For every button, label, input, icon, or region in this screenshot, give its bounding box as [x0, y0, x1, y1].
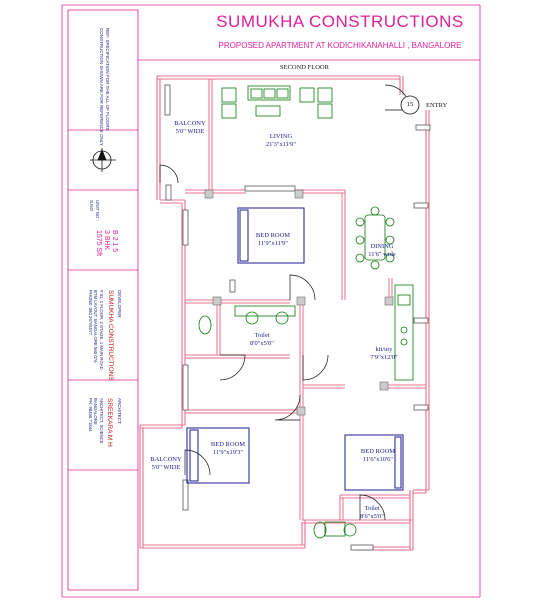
architect-address: ARCHITECT, SCIENCE BANGALORE PH: 98450 7… — [88, 398, 104, 444]
architect-caption: ARCHITECT — [117, 398, 122, 424]
entry-number: 15 — [406, 101, 414, 108]
doors — [159, 84, 411, 521]
column-markers — [204, 189, 394, 416]
entry-number-badge — [400, 95, 420, 115]
architect-name: SREEKARA M H — [106, 398, 113, 447]
company-title: SUMUKHA CONSTRUCTIONS — [216, 12, 464, 31]
developer-name: SUMUKHA CONSTRUCTIONS — [107, 290, 114, 381]
title-block-unit-caption: UNIT NO : S.NO — [89, 200, 100, 221]
title-block-notes: REF: SPECIFICATION FOR THE ALL OF FLOORS… — [99, 28, 110, 146]
title-block-unit-values: B 2 1 5 3 BHK 1575 Sft — [95, 230, 118, 257]
project-subtitle: PROPOSED APARTMENT AT KODICHIKANAHALLI ,… — [218, 41, 462, 50]
furniture — [198, 85, 414, 539]
developer-address: # 01, 1 FLOOR, 2 STAGE, 1 MAIN ROAD BTM … — [88, 290, 104, 370]
north-arrow-icon — [90, 148, 116, 172]
beds — [186, 207, 404, 491]
floor-label: SECOND FLOOR — [280, 64, 329, 71]
developer-caption: DEVELOPER — [117, 290, 122, 318]
title-block-frame — [67, 9, 139, 591]
windows — [164, 84, 431, 551]
entry-label: ENTRY — [426, 102, 448, 109]
